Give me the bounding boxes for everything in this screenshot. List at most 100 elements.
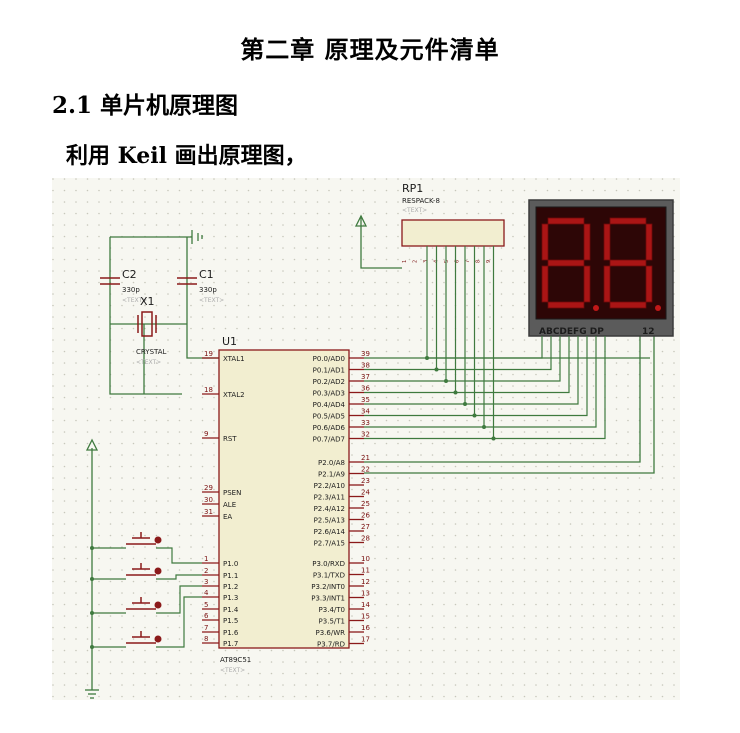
chip-pin-name: P2.0/A8	[318, 459, 345, 467]
chip-pin-name: PSEN	[223, 489, 241, 497]
chip-pin-number: 8	[204, 635, 208, 643]
chip-pin-number: 23	[361, 477, 370, 485]
display-wire	[493, 336, 606, 440]
chip-pin-number: 30	[204, 496, 213, 504]
push-button-cap	[154, 536, 162, 544]
chip-pin-number: 29	[204, 484, 213, 492]
chip-pin-name: P3.4/T0	[319, 606, 345, 614]
display-segment	[603, 223, 611, 261]
push-button-cap	[154, 601, 162, 609]
button-to-p1-wire	[156, 547, 202, 564]
x1-text: <TEXT>	[136, 359, 161, 366]
chip-pin-number: 26	[361, 512, 370, 520]
rp1-ref: RP1	[402, 182, 423, 195]
display-wire	[474, 336, 588, 417]
button-to-p1-wire	[156, 574, 202, 580]
chip-pin-name: P0.2/AD2	[313, 378, 345, 386]
display-segment	[583, 223, 591, 261]
chip-pin-name: P0.6/AD6	[313, 424, 346, 432]
chapter-title: 第二章 原理及元件清单	[240, 35, 500, 64]
chip-pin-name: RST	[223, 435, 237, 443]
chip-pin-number: 4	[204, 589, 209, 597]
chip-pin-number: 17	[361, 636, 370, 644]
display-segment	[645, 223, 653, 261]
chip-pin-name: P2.3/A11	[314, 494, 345, 502]
rp1-value: RESPACK-8	[402, 197, 440, 205]
display-segment	[603, 265, 611, 303]
chip-pin-number: 12	[361, 578, 370, 586]
chip-pin-number: 1	[204, 555, 208, 563]
chip-pin-number: 33	[361, 419, 370, 427]
chip-pin-number: 21	[361, 454, 370, 462]
chip-pin-number: 39	[361, 350, 370, 358]
chip-pin-number: 15	[361, 613, 370, 621]
chip-pin-name: P3.1/TXD	[313, 572, 345, 580]
chip-pin-number: 7	[204, 624, 208, 632]
display-segment	[547, 301, 585, 309]
display-wire	[465, 336, 579, 405]
chip-pin-name: P1.7	[223, 640, 238, 648]
chip-pin-name: XTAL2	[223, 391, 245, 399]
c2-text: <TEXT>	[122, 297, 147, 304]
chip-pin-name: P3.0/RXD	[312, 560, 345, 568]
chip-pin-name: P3.6/WR	[316, 629, 346, 637]
c2-value: 330p	[122, 286, 140, 294]
chip-pin-name: P2.6/A14	[314, 528, 346, 536]
chip-pin-number: 28	[361, 535, 370, 543]
chip-pin-number: 14	[361, 601, 370, 609]
junction-dot	[90, 546, 94, 550]
chip-pin-number: 3	[204, 578, 208, 586]
section-title: 2.1 单片机原理图	[52, 92, 239, 119]
chip-pin-name: P0.0/AD0	[313, 355, 345, 363]
chip-pin-number: 27	[361, 523, 370, 531]
chip-pin-name: ALE	[223, 501, 236, 509]
display-segment	[547, 259, 585, 267]
chip-pin-number: 11	[361, 567, 370, 575]
rp1-pin-number: 6	[455, 260, 461, 263]
chip-pin-name: P0.7/AD7	[313, 436, 345, 444]
button-to-p1-wire	[156, 596, 202, 648]
chip-pin-name: P3.2/INT0	[311, 583, 345, 591]
c1-ref: C1	[199, 268, 214, 281]
chip-pin-name: XTAL1	[223, 355, 245, 363]
chip-pin-number: 36	[361, 385, 370, 393]
chip-pin-number: 10	[361, 555, 370, 563]
vcc-arrow-left-icon	[85, 438, 99, 451]
schematic-diagram: C2 330p <TEXT> C1 330p <TEXT> X1 CRYSTAL…	[52, 178, 680, 700]
display-digit-labels: 12	[642, 327, 655, 337]
button-to-p1-wire	[156, 585, 202, 614]
chip-pin-name: P3.5/T1	[319, 618, 345, 626]
chip-pin-number: 5	[204, 601, 208, 609]
chip-pin-name: P2.4/A12	[314, 505, 345, 513]
junction-dot	[90, 645, 94, 649]
crystal	[137, 311, 157, 337]
c2-ref: C2	[122, 268, 137, 281]
chip-pin-name: P1.0	[223, 560, 238, 568]
chip-pin-name: P1.4	[223, 606, 239, 614]
display-segment	[541, 265, 549, 303]
chip-pin-name: P1.2	[223, 583, 238, 591]
chip-pin-name: P0.5/AD5	[313, 413, 345, 421]
display-segment	[609, 259, 647, 267]
chip-pin-number: 19	[204, 350, 213, 358]
rp1-body	[401, 219, 505, 247]
x1-value: CRYSTAL	[136, 348, 167, 356]
c1-text: <TEXT>	[199, 297, 224, 304]
chip-pin-name: P0.3/AD3	[313, 390, 345, 398]
display-decimal-point	[655, 305, 661, 311]
u1-text: <TEXT>	[220, 667, 245, 674]
chip-pin-number: 9	[204, 430, 208, 438]
chip-pin-name: P1.6	[223, 629, 239, 637]
chip-pin-number: 35	[361, 396, 370, 404]
display-segment	[541, 223, 549, 261]
junction-dot	[90, 611, 94, 615]
chip-pin-name: P1.1	[223, 572, 238, 580]
rp1-pin-number: 5	[444, 260, 450, 263]
chip-pin-name: P1.5	[223, 617, 238, 625]
u1-ref: U1	[222, 335, 237, 348]
chip-pin-number: 13	[361, 590, 370, 598]
rp1-pin-number: 3	[423, 260, 429, 263]
display-decimal-point	[593, 305, 599, 311]
chip-pin-number: 22	[361, 466, 370, 474]
display-segment	[583, 265, 591, 303]
